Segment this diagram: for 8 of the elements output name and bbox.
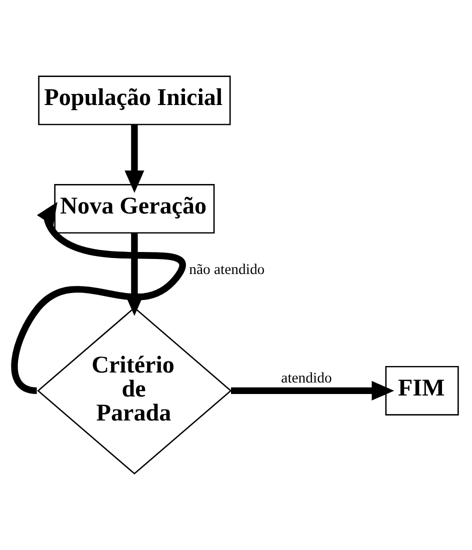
node-box: FIM — [385, 366, 459, 416]
edge-label: atendido — [281, 370, 332, 386]
node-box: População Inicial — [38, 76, 231, 126]
arrow — [231, 380, 394, 401]
arrow — [124, 124, 144, 193]
edge-label: não atendido — [189, 262, 265, 278]
node-diamond: Critério de Parada — [37, 306, 232, 475]
node-box: Nova Geração — [54, 184, 215, 234]
